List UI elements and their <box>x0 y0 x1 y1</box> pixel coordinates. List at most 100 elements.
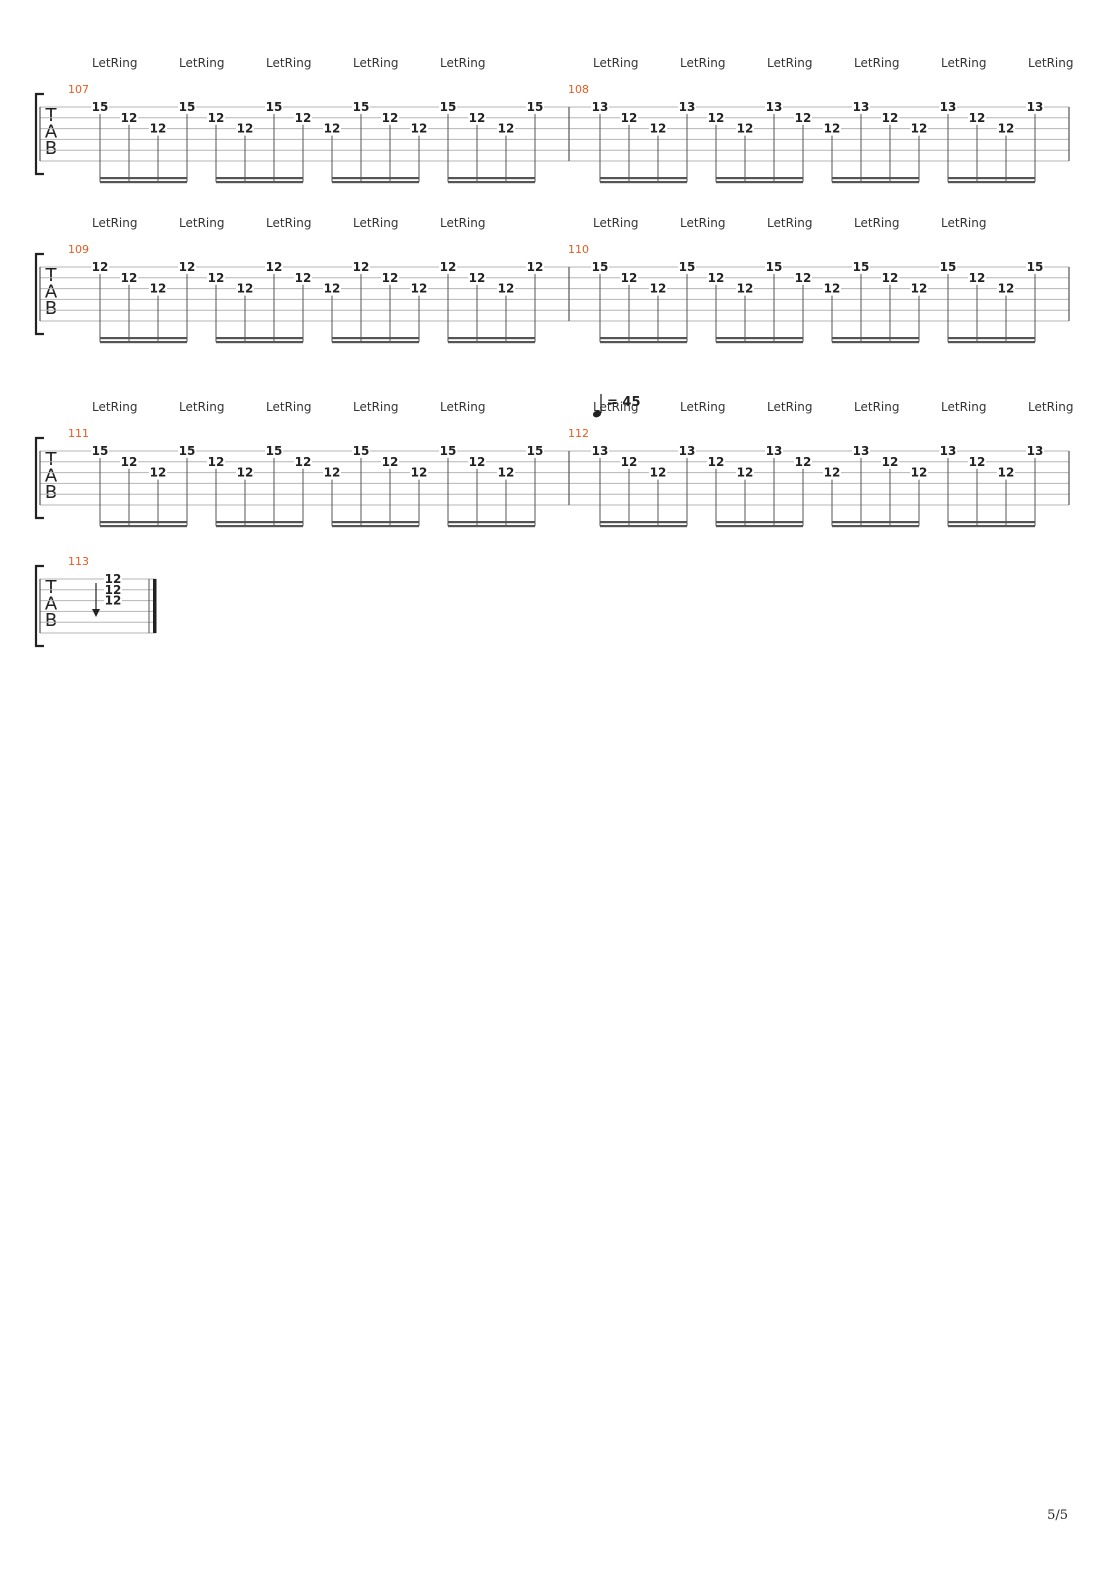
beam <box>832 521 919 524</box>
fret-number: 12 <box>411 282 428 296</box>
fret-number: 12 <box>469 111 486 125</box>
fret-number: 12 <box>237 282 254 296</box>
fret-number: 12 <box>621 455 638 469</box>
beam <box>448 177 535 180</box>
fret-number: 12 <box>295 111 312 125</box>
fret-bg <box>881 271 899 284</box>
fret-bg <box>265 261 283 273</box>
beam <box>832 177 919 180</box>
beam <box>100 525 187 528</box>
beam <box>216 181 303 184</box>
fret-bg <box>1026 101 1044 113</box>
fret-number: 15 <box>266 444 283 458</box>
let-ring-label: LetRing <box>353 56 398 70</box>
let-ring-label: LetRing <box>767 56 812 70</box>
fret-bg <box>881 455 899 468</box>
fret-number: 12 <box>998 282 1015 296</box>
fret-number: 15 <box>92 444 109 458</box>
tab-clef-b: B <box>45 138 57 159</box>
beam <box>832 181 919 184</box>
fret-number: 15 <box>440 100 457 114</box>
fret-number: 12 <box>737 282 754 296</box>
beam <box>448 521 535 524</box>
beam <box>716 341 803 344</box>
fret-bg <box>765 101 783 113</box>
fret-bg <box>468 455 486 468</box>
tab-clef-b: B <box>45 298 57 319</box>
beam <box>332 177 419 180</box>
fret-bg <box>236 282 254 295</box>
fret-number: 15 <box>92 100 109 114</box>
fret-bg <box>526 101 544 113</box>
fret-bg <box>852 101 870 113</box>
beam <box>216 341 303 344</box>
fret-number: 13 <box>940 444 957 458</box>
beam <box>600 337 687 340</box>
fret-number: 13 <box>940 100 957 114</box>
beam <box>948 525 1035 528</box>
fret-number: 12 <box>621 271 638 285</box>
fret-number: 12 <box>411 122 428 136</box>
fret-bg <box>352 445 370 457</box>
fret-number: 12 <box>650 466 667 480</box>
fret-bg <box>323 466 341 479</box>
measure-number: 109 <box>68 243 89 256</box>
beam <box>948 181 1035 184</box>
tab-clef-b: B <box>45 482 57 503</box>
beam <box>100 177 187 180</box>
beam <box>600 521 687 524</box>
fret-number: 12 <box>179 260 196 274</box>
fret-number: 12 <box>911 466 928 480</box>
let-ring-label: LetRing <box>179 56 224 70</box>
beam <box>448 337 535 340</box>
measure-number: 112 <box>568 427 589 440</box>
fret-number: 13 <box>766 100 783 114</box>
beam <box>448 341 535 344</box>
fret-number: 12 <box>498 122 515 136</box>
fret-bg <box>468 111 486 124</box>
fret-number: 12 <box>382 271 399 285</box>
fret-number: 12 <box>824 282 841 296</box>
beam <box>600 341 687 344</box>
fret-bg <box>410 122 428 135</box>
fret-bg <box>381 455 399 468</box>
fret-number: 13 <box>592 100 609 114</box>
fret-number: 13 <box>679 444 696 458</box>
beam <box>716 181 803 184</box>
let-ring-label: LetRing <box>854 56 899 70</box>
let-ring-label: LetRing <box>1028 400 1073 414</box>
fret-number: 12 <box>469 271 486 285</box>
fret-number: 13 <box>1027 444 1044 458</box>
fret-number: 15 <box>179 444 196 458</box>
fret-number: 15 <box>592 260 609 274</box>
beam <box>332 525 419 528</box>
let-ring-label: LetRing <box>941 400 986 414</box>
let-ring-label: LetRing <box>440 56 485 70</box>
fret-number: 12 <box>969 111 986 125</box>
final-barline-thick <box>153 579 157 633</box>
tab-clef-a: A <box>45 122 58 143</box>
fret-number: 15 <box>853 260 870 274</box>
beam <box>448 181 535 184</box>
let-ring-label: LetRing <box>941 216 986 230</box>
fret-number: 13 <box>679 100 696 114</box>
fret-number: 15 <box>179 100 196 114</box>
fret-number: 12 <box>208 455 225 469</box>
fret-bg <box>497 122 515 135</box>
tab-clef-a: A <box>45 282 58 303</box>
let-ring-label: LetRing <box>353 216 398 230</box>
let-ring-label: LetRing <box>179 216 224 230</box>
measure-number: 108 <box>568 83 589 96</box>
let-ring-label: LetRing <box>266 216 311 230</box>
beam <box>216 337 303 340</box>
fret-bg <box>591 261 609 273</box>
fret-number: 12 <box>150 122 167 136</box>
fret-bg <box>939 101 957 113</box>
beam <box>716 525 803 528</box>
fret-bg <box>120 271 138 284</box>
fret-bg <box>968 271 986 284</box>
fret-number: 12 <box>911 122 928 136</box>
fret-number: 15 <box>527 444 544 458</box>
fret-bg <box>649 122 667 135</box>
let-ring-label: LetRing <box>266 400 311 414</box>
